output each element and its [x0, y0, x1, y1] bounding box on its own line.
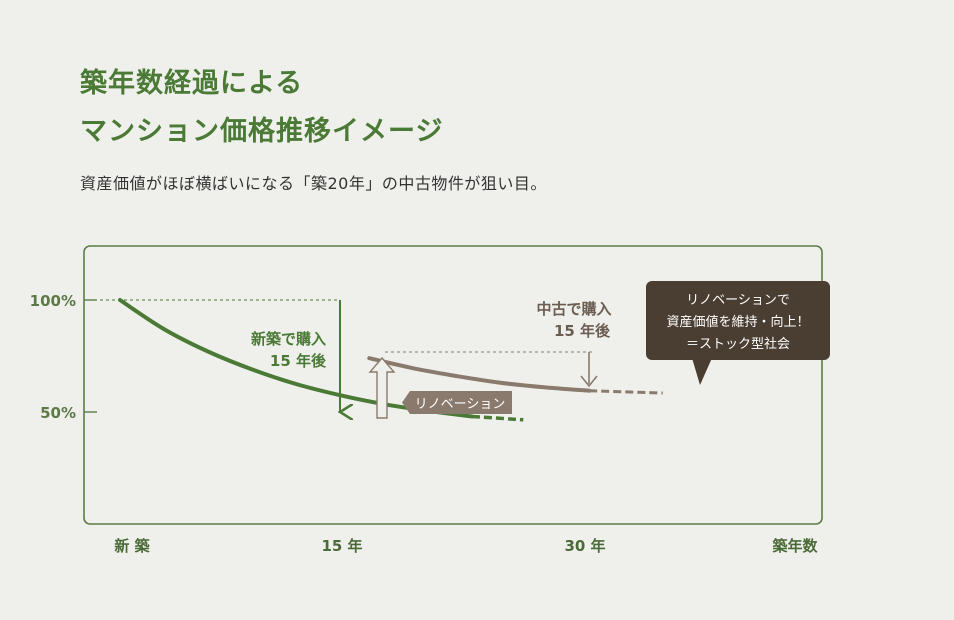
used-annotation-line-1: 中古で購入 [536, 300, 611, 318]
y-tick-label-50: 50% [40, 404, 76, 422]
renovation-tag: リノベーション [402, 391, 512, 414]
series-line-used [367, 356, 592, 393]
page-title-line-1: 築年数経過による [80, 68, 304, 99]
page-title-line-2: マンション価格推移イメージ [80, 116, 444, 147]
renovation-callout-bubble: リノベーションで 資産価値を維持・向上！ ＝ストック型社会 [646, 281, 830, 385]
renovation-up-arrow [368, 356, 396, 419]
bubble-line-3: ＝ストック型社会 [686, 336, 790, 352]
bubble-line-1: リノベーションで [686, 293, 790, 308]
x-tick-label-15: 15 年 [321, 537, 362, 555]
bubble-line-2: 資産価値を維持・向上！ [666, 314, 809, 330]
series-projection-used [589, 389, 663, 395]
x-tick-label-30: 30 年 [564, 537, 605, 555]
renovation-tag-label: リノベーション [415, 397, 506, 412]
x-axis-label: 築年数 [771, 537, 818, 555]
new-build-annotation-line-1: 新築で購入 [251, 330, 326, 348]
y-tick-label-100: 100% [30, 292, 76, 310]
x-tick-label-new: 新 築 [114, 537, 150, 555]
series-projection-new-build [471, 414, 524, 422]
used-drop-arrow-head [580, 375, 598, 388]
plot-frame [83, 245, 823, 525]
page-subtitle: 資産価値がほぼ横ばいになる「築20年」の中古物件が狙い目。 [80, 174, 547, 193]
page-title: 築年数経過による マンション価格推移イメージ [80, 60, 443, 156]
new-build-annotation-line-2: 15 年後 [270, 352, 327, 370]
used-annotation-line-2: 15 年後 [554, 322, 611, 340]
